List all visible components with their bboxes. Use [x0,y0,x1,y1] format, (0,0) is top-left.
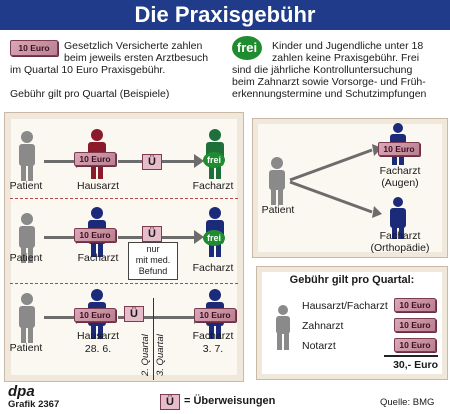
note-line2: mit med. [135,255,171,265]
intro-right-line1: Kinder und Jugendliche unter 18 [272,40,424,52]
date-label: 28. 6. [84,343,112,355]
quarter-3-label: 3. Quartal [155,334,166,376]
quarter-item: Notarzt [302,340,336,352]
patient-icon [19,293,35,343]
quarter-2-label: 2. Quartal [140,334,151,376]
fee-note: 10 Euro [74,228,116,242]
separator-1 [10,198,238,199]
note-line1: nur [146,244,160,254]
fee-note: 10 Euro [394,298,436,312]
patient-label: Patient [9,180,43,192]
date-label: 3. 7. [202,343,224,355]
arrow [44,236,76,239]
fee-note: 10 Euro [394,338,436,352]
legend-text: = Überweisungen [184,395,276,407]
referral-badge: Ü [124,306,144,322]
note-box: nur mit med. Befund [128,242,178,280]
patient-label: Patient [9,252,43,264]
doctor-icon [390,197,406,239]
quarter-item: Zahnarzt [302,320,344,332]
source-label: Quelle: BMG [380,397,435,408]
doctor-label: Facharzt [379,230,421,242]
euro-badge: 10 Euro [10,40,58,56]
frei-badge: frei [232,36,262,60]
arrow [118,316,194,319]
patient-label: Patient [9,342,43,354]
arrow [44,316,76,319]
doctor-label: Facharzt [192,262,234,274]
referral-badge: Ü [142,226,162,242]
patient-label: Patient [261,204,295,216]
fee-note: 10 Euro [74,152,116,166]
patient-icon [19,131,35,181]
doctor-label: Facharzt [379,165,421,177]
intro-subtitle: Gebühr gilt pro Quartal (Beispiele) [10,88,170,100]
grafik-number: Grafik 2367 [8,399,60,410]
frei-badge: frei [203,230,225,246]
frei-badge: frei [203,152,225,168]
doctor-label: Hausarzt [76,330,119,342]
quarter-heading: Gebühr gilt pro Quartal: [289,274,415,286]
intro-left-line3: im Quartal 10 Euro Praxisgebühr. [10,64,166,76]
doctor-label: Facharzt [192,180,234,192]
intro-left-line2: beim jeweils ersten Arztbesuch [64,52,209,64]
quarter-item: Hausarzt/Facharzt [302,300,388,312]
page-title: Die Praxisgebühr [134,2,316,27]
doctor-label: Facharzt [77,252,119,264]
separator-2 [10,283,238,284]
legend-symbol: Ü [160,394,180,410]
fee-note: 10 Euro [194,308,236,322]
doctor-sublabel: (Augen) [381,177,419,189]
arrow-head-icon [194,154,204,168]
agency-logo: dpa [8,383,35,400]
intro-right-line2: zahlen keine Praxisgebühr. Frei [272,52,420,64]
referral-badge: Ü [142,154,162,170]
sum-line [384,355,438,357]
intro-right-line3: sind die jährliche Kontrolluntersuchung [232,64,413,76]
arrow-head-icon [194,230,204,244]
doctor-label: Hausarzt [76,180,119,192]
fee-note: 10 Euro [394,318,436,332]
intro-right-line5: erkennungstermine und Schutzimpfungen [232,88,427,100]
doctor-label: Facharzt [192,330,234,342]
quarter-total: 30,- Euro [393,359,438,371]
patient-icon [276,305,290,350]
intro-left-line1: Gesetzlich Versicherte zahlen [64,40,203,52]
fee-note: 10 Euro [378,142,420,156]
patient-icon [269,157,285,205]
doctor-sublabel: (Orthopädie) [370,242,430,254]
note-line3: Befund [138,266,168,276]
fee-note: 10 Euro [74,308,116,322]
arrow [44,160,76,163]
title-bar [0,0,450,30]
intro-right-line4: beim Zahnarzt sowie Vorsorge- und Früh- [232,76,426,88]
quarter-divider [153,298,154,380]
patient-icon [19,213,35,263]
